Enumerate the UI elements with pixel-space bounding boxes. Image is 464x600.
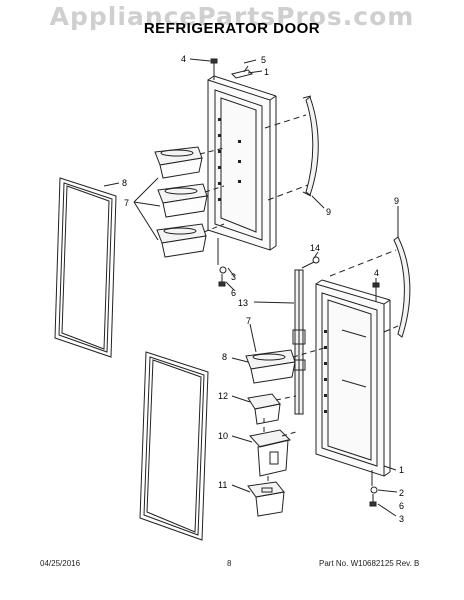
lower-handle-dash-lines — [329, 249, 399, 333]
callout-1-upper: 1 — [264, 67, 269, 77]
callout-14: 14 — [310, 243, 320, 253]
lower-door-bin — [245, 349, 296, 384]
page-title: REFRIGERATOR DOOR — [143, 20, 321, 37]
lower-door-handle — [393, 236, 411, 338]
door-shelf-12 — [247, 393, 281, 425]
mullion-flipper — [292, 269, 306, 415]
callout-3-upper: 3 — [231, 272, 236, 282]
callout-leaders — [103, 58, 399, 517]
upper-bin-dash-lines — [199, 147, 225, 233]
callout-1-lower: 1 — [399, 465, 404, 475]
lower-door-gasket — [139, 351, 209, 541]
callout-11: 11 — [218, 480, 227, 490]
upper-door-bin-2 — [157, 183, 208, 218]
mullion-hinge-14 — [301, 256, 320, 269]
footer-part-number: Part No. W10682125 Rev. B — [319, 559, 420, 568]
callout-5: 5 — [261, 55, 266, 65]
lower-door-dimples — [324, 330, 327, 413]
callout-3-lower: 3 — [399, 514, 404, 524]
callout-13: 13 — [238, 298, 248, 308]
ice-bracket-10 — [249, 429, 291, 477]
upper-handle-dash-lines — [264, 114, 309, 201]
upper-door-bin-3 — [156, 223, 207, 258]
callout-labels: 4 5 1 8 7 9 3 6 14 9 4 13 7 8 12 10 11 1… — [122, 54, 404, 524]
upper-door-hinge-pin — [210, 58, 227, 287]
upper-door-liner — [207, 75, 277, 251]
upper-door-bin-1 — [154, 146, 203, 179]
footer-page-number: 8 — [227, 559, 232, 568]
callout-8-lower: 8 — [222, 352, 227, 362]
lower-dash-lines — [263, 347, 325, 484]
callout-6-upper: 6 — [231, 288, 236, 298]
callout-6-lower: 6 — [399, 501, 404, 511]
callout-4-lower: 4 — [374, 268, 379, 278]
callout-7-upper: 7 — [124, 198, 129, 208]
lower-door-liner — [315, 279, 391, 477]
watermark: AppliancePartsPros.com — [49, 2, 415, 31]
callout-12: 12 — [218, 391, 228, 401]
callout-9-lower: 9 — [394, 196, 399, 206]
upper-door-handle — [302, 95, 319, 197]
upper-door-gasket — [54, 177, 117, 358]
footer-date: 04/25/2016 — [40, 559, 81, 568]
bracket-cup-11 — [247, 481, 285, 517]
callout-10: 10 — [218, 431, 228, 441]
callout-2: 2 — [399, 488, 404, 498]
callout-8-upper: 8 — [122, 178, 127, 188]
lower-door-hinge-pin — [369, 282, 380, 507]
callout-7-lower: 7 — [246, 316, 251, 326]
callout-4-upper: 4 — [181, 54, 186, 64]
upper-door-dimples — [218, 118, 241, 201]
callout-9-upper: 9 — [326, 207, 331, 217]
upper-door-top-cap — [231, 65, 253, 79]
